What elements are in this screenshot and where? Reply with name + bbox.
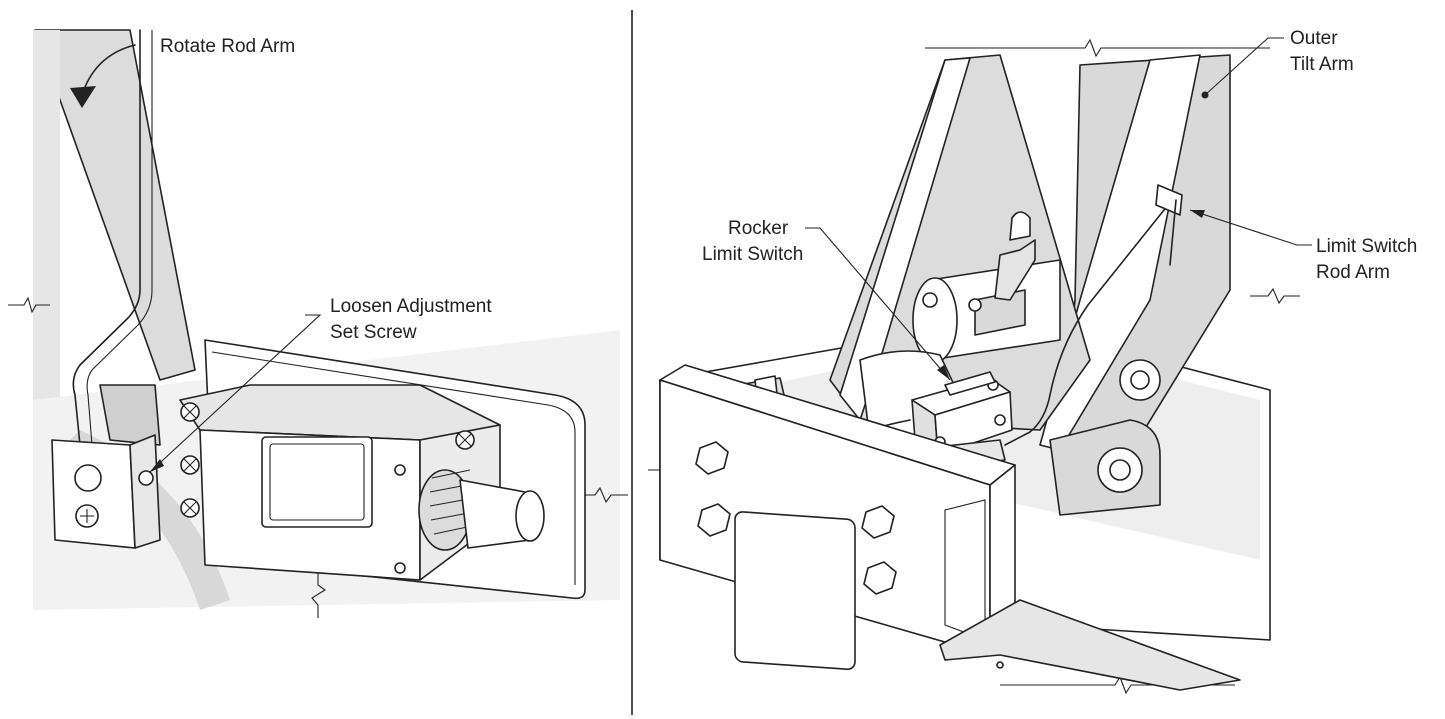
break-line-right (580, 486, 628, 504)
rotate-arrow-head (70, 86, 96, 108)
label-tilt-arm: Tilt Arm (1290, 54, 1354, 75)
leader-rocker-arrow (937, 365, 950, 380)
rod-arm (72, 29, 141, 446)
clamp-block-front (51, 439, 136, 549)
switch-back-plate-rim (211, 351, 576, 585)
leader-loosen-arrow (150, 459, 164, 472)
switch-window (261, 436, 373, 528)
label-limit-switch: Limit Switch (1316, 236, 1417, 257)
clamp-screw-slot (80, 509, 94, 523)
break-line-top (925, 38, 1270, 58)
clamp-hole (74, 464, 102, 492)
label-outer: Outer (1290, 28, 1338, 49)
left-panel: Rotate Rod Arm Loosen Adjustment Set Scr… (8, 29, 628, 618)
switch-screws (180, 402, 475, 574)
switch-window-inner (269, 443, 365, 521)
break-line-right-side (1250, 287, 1300, 305)
tube-cover-plate (734, 511, 856, 671)
label-rotate-rod-arm: Rotate Rod Arm (160, 36, 295, 57)
rod-arm-inner (86, 30, 153, 446)
label-set-screw: Set Screw (330, 322, 417, 343)
leader-loosen (149, 314, 322, 473)
rod-arm-tip (1169, 199, 1177, 266)
leader-outer-tilt-arm (1204, 37, 1284, 96)
break-line-left (8, 296, 50, 314)
right-panel: Outer Tilt Arm Rocker Limit Switch Limit… (648, 28, 1417, 695)
hex-bolts (695, 441, 897, 595)
switch-plunger (418, 469, 545, 551)
label-rocker: Rocker (728, 218, 789, 239)
background-curve (60, 430, 230, 610)
clamp-block-side (99, 384, 161, 446)
leader-rod-arm-arrow (1190, 210, 1205, 218)
break-line-bottom-right (1000, 675, 1235, 695)
label-loosen-adjustment: Loosen Adjustment (330, 296, 492, 317)
set-screw (138, 470, 154, 486)
angle-brace (939, 599, 1241, 691)
label-rod-arm: Rod Arm (1316, 262, 1390, 283)
clamp-block-right (129, 434, 161, 549)
leader-rocker (805, 227, 951, 381)
leader-outer-dot (1201, 91, 1209, 99)
adjustment-bolt (994, 211, 1036, 301)
leader-rod-arm (1189, 209, 1312, 246)
break-line-bottom (311, 560, 326, 618)
limit-switch-rod-arm (1004, 204, 1169, 446)
background-frame-diagonal (34, 29, 196, 381)
label-rocker-limit-switch: Limit Switch (702, 244, 803, 265)
